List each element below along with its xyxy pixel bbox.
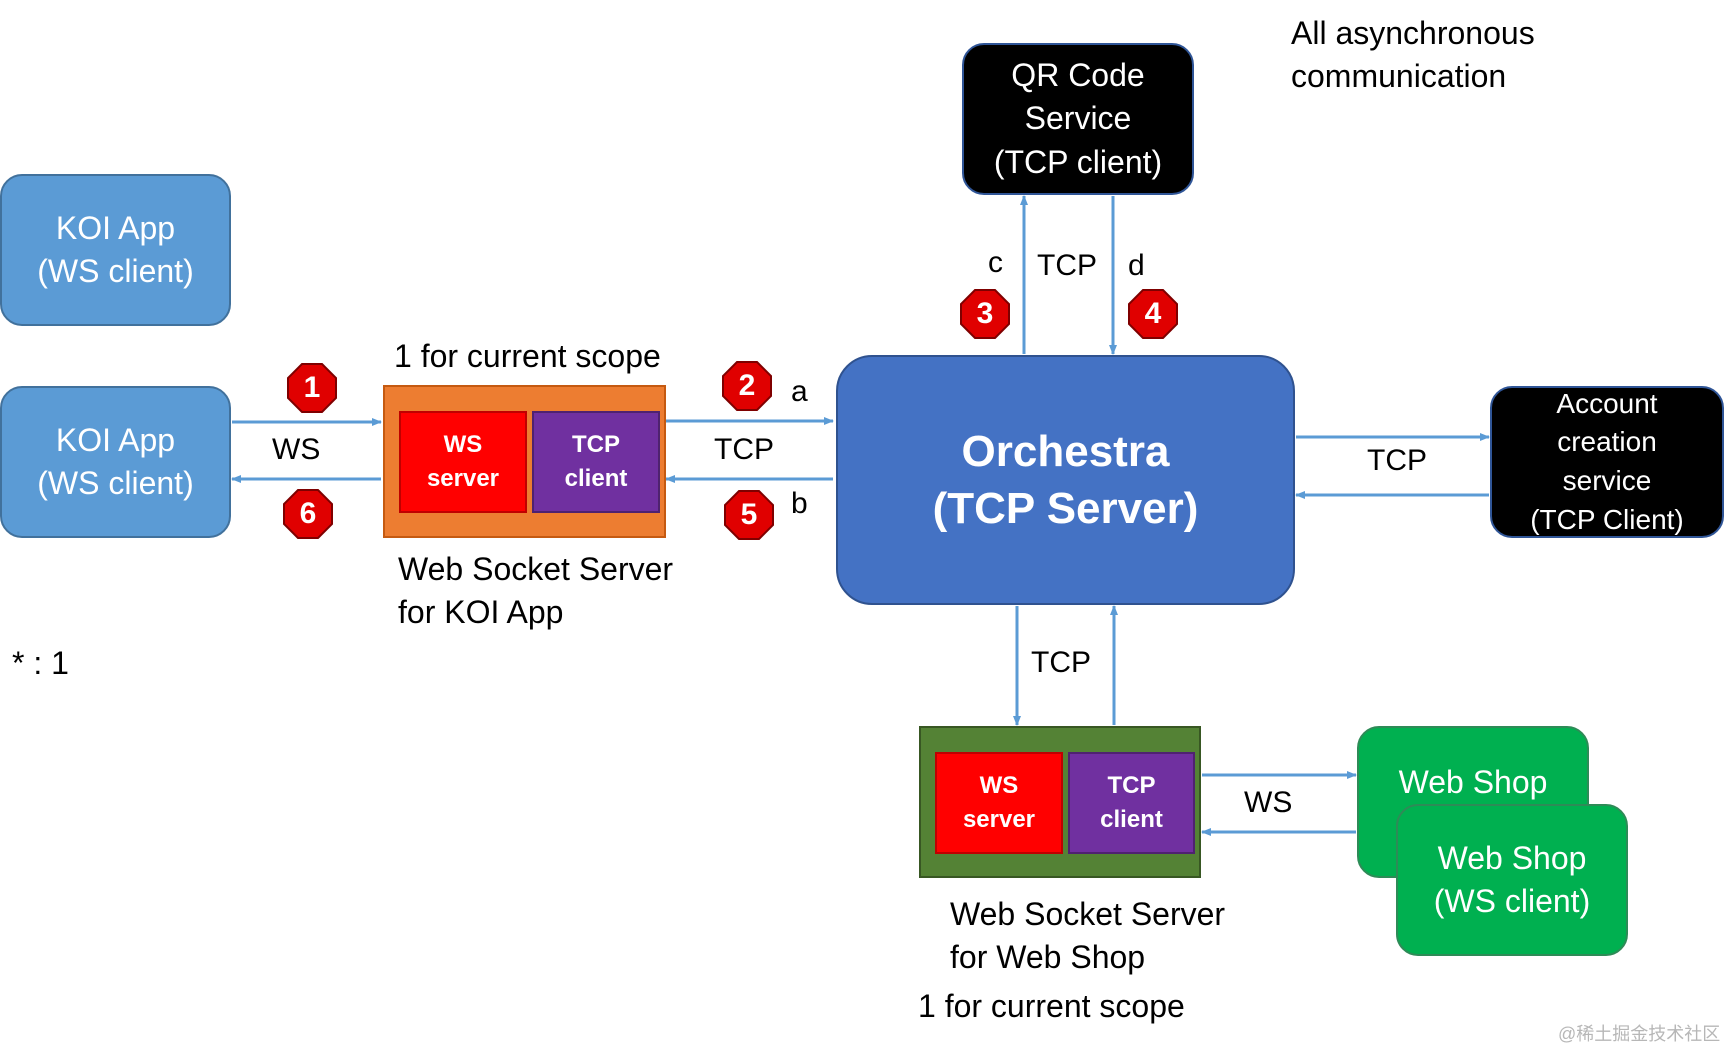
link-label-account-tcp: TCP	[1367, 444, 1427, 477]
koi-app-bottom: KOI App (WS client)	[0, 386, 231, 538]
step-badge-5: 5	[723, 489, 775, 541]
step-badge-3: 3	[959, 288, 1011, 340]
ratio-note: * : 1	[12, 645, 69, 681]
octagon-icon	[1128, 289, 1178, 339]
koi-ws-server-caption: Web Socket Server for KOI App	[398, 551, 674, 631]
shop-ws-server-container: WS server TCP client	[919, 726, 1201, 878]
shop-scope-note: 1 for current scope	[918, 988, 1185, 1024]
async-note: All asynchronous communication	[1291, 15, 1535, 95]
koi-tcp-client-block: TCP client	[532, 411, 660, 513]
qr-code-service: QR Code Service (TCP client)	[962, 43, 1194, 195]
link-label-shop-tcp: TCP	[1031, 646, 1091, 679]
koi-ws-server-container: WS server TCP client	[383, 385, 666, 538]
link-label-step-b: b	[791, 487, 808, 520]
octagon-icon	[287, 363, 337, 413]
step-badge-1: 1	[286, 362, 338, 414]
koi-app-top: KOI App (WS client)	[0, 174, 231, 326]
koi-ws-server-block: WS server	[399, 411, 527, 513]
shop-ws-server-caption: Web Socket Server for Web Shop	[950, 896, 1226, 976]
link-label-step-d: d	[1128, 249, 1145, 282]
shop-ws-server-block: WS server	[935, 752, 1063, 854]
link-label-shop-ws: WS	[1244, 786, 1293, 819]
step-badge-4: 4	[1127, 288, 1179, 340]
orchestra-tcp-server: Orchestra (TCP Server)	[836, 355, 1295, 605]
watermark: @稀土掘金技术社区	[1558, 1024, 1721, 1044]
shop-tcp-client-block: TCP client	[1068, 752, 1195, 854]
account-creation-service: Account creation service (TCP Client)	[1490, 386, 1724, 538]
link-label-qr-tcp: TCP	[1037, 249, 1097, 282]
link-label-step-c: c	[988, 246, 1003, 279]
link-label-koi-ws: WS	[272, 433, 321, 466]
step-badge-6: 6	[282, 488, 334, 540]
koi-scope-note: 1 for current scope	[394, 338, 661, 374]
web-shop-front: Web Shop (WS client)	[1396, 804, 1628, 956]
link-label-step-a: a	[791, 375, 808, 408]
link-label-koi-tcp: TCP	[714, 433, 774, 466]
octagon-icon	[283, 489, 333, 539]
octagon-icon	[722, 361, 772, 411]
octagon-icon	[960, 289, 1010, 339]
octagon-icon	[724, 490, 774, 540]
step-badge-2: 2	[721, 360, 773, 412]
